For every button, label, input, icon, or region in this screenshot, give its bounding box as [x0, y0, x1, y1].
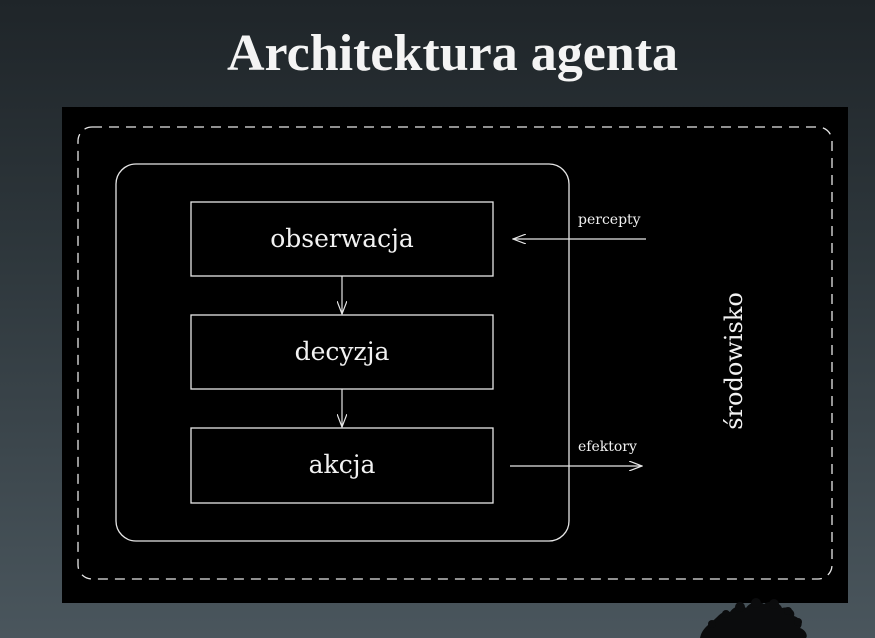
environment-label: środowisko [720, 292, 748, 430]
action-box [190, 427, 494, 504]
agent-architecture-diagram: obserwacja decyzja akcja percepty efekto… [77, 126, 833, 580]
effectors-label: efektory [578, 439, 637, 455]
diagram-panel: obserwacja decyzja akcja percepty efekto… [62, 107, 848, 603]
agent-boundary [115, 163, 570, 542]
decision-label: decyzja [295, 337, 390, 366]
observation-label: obserwacja [270, 224, 414, 253]
action-label: akcja [309, 450, 376, 479]
tree-silhouette-icon [700, 598, 807, 638]
slide-title: Architektura agenta [226, 25, 679, 82]
environment-boundary [77, 126, 833, 580]
percepts-label: percepty [578, 212, 641, 228]
